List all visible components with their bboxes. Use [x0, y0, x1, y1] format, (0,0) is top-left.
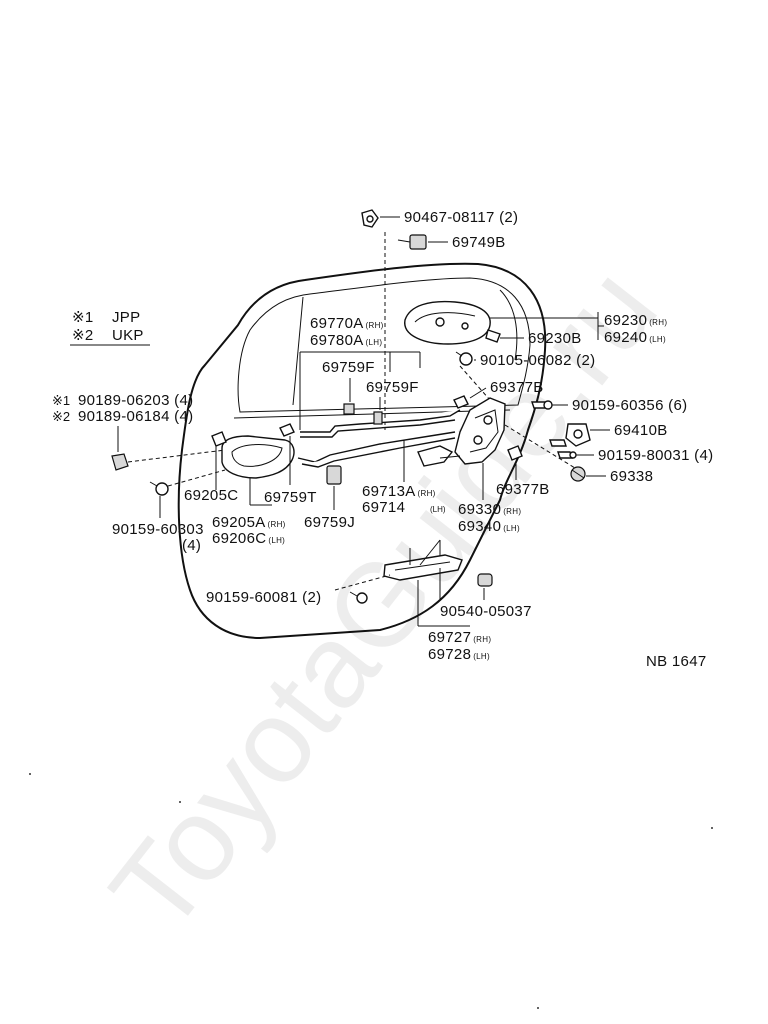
legend: ※1 JPP ※2 UKP: [70, 309, 150, 346]
label-90189-06203: 90189-06203 (4): [78, 392, 193, 409]
lower-link-rod: [297, 431, 456, 468]
part-69749B: [397, 234, 427, 250]
label-69410B: 69410B: [614, 422, 668, 439]
label-90467-08117: 90467-08117 (2): [404, 209, 518, 226]
label-90159-60303: 90159-60303: [112, 521, 204, 538]
legend-text-ukp: UKP: [112, 327, 144, 344]
label-69240: 69240(LH): [604, 329, 666, 346]
label-69759J: 69759J: [304, 514, 355, 531]
part-69377B-lower: [507, 445, 523, 461]
part-69338: [570, 466, 586, 482]
label-69230: 69230(RH): [604, 312, 667, 329]
label-69377B-a: 69377B: [490, 379, 544, 396]
label-69340: 69340(LH): [458, 518, 520, 535]
label-69714: 69714: [362, 499, 405, 516]
label-69338: 69338: [610, 468, 653, 485]
part-90540: [477, 573, 493, 587]
label-69230B: 69230B: [528, 330, 582, 347]
part-69377B-upper: [453, 395, 469, 409]
label-90540-05037: 90540-05037: [440, 603, 532, 620]
rod-clips-69759F: [343, 403, 383, 425]
label-69770A: 69770A(RH): [310, 315, 384, 332]
screw-90159-60303: [149, 481, 169, 496]
door-lock-assembly: [417, 397, 506, 467]
label-90159-60081: 90159-60081 (2): [206, 589, 321, 606]
label-69330: 69330(RH): [458, 501, 521, 518]
inside-handle-69205A: [211, 431, 295, 479]
label-69759F-a: 69759F: [322, 359, 375, 376]
clip-69759T: [279, 423, 295, 437]
label-69714-suffix: (LH): [430, 505, 446, 514]
label-69377B-b: 69377B: [496, 481, 550, 498]
screw-90159-80031: [557, 451, 577, 459]
label-69713A: 69713A(RH): [362, 483, 436, 500]
label-90159-80031: 90159-80031 (4): [598, 447, 713, 464]
label-90159-60356: 90159-60356 (6): [572, 397, 687, 414]
legend-mark-2: ※2: [72, 327, 94, 344]
legend-mark-1: ※1: [72, 309, 94, 326]
label-69727: 69727(RH): [428, 629, 491, 646]
label-69749B: 69749B: [452, 234, 506, 251]
part-69759J: [326, 465, 342, 485]
label-90189-06184-mark: ※2: [52, 409, 70, 424]
label-69728: 69728(LH): [428, 646, 490, 663]
striker-69410B: [549, 423, 591, 447]
screw-90159-60081: [349, 591, 368, 604]
part-69230B: [485, 329, 501, 343]
legend-text-jpp: JPP: [112, 309, 140, 326]
label-90159-60303-qty: (4): [182, 537, 201, 554]
screw-90159-60356: [531, 400, 553, 410]
bolt-90105: [455, 351, 473, 366]
clip-90189: [111, 453, 129, 471]
outside-handle: [404, 300, 491, 345]
scan-specks: [29, 773, 713, 1009]
door-outline: [177, 262, 547, 640]
label-69205C: 69205C: [184, 487, 238, 504]
label-69205A: 69205A(RH): [212, 514, 286, 531]
clip-90467: [361, 209, 379, 228]
label-90189-06184: 90189-06184 (4): [78, 408, 193, 425]
label-69759T: 69759T: [264, 489, 317, 506]
diagram-code: NB 1647: [646, 653, 706, 670]
label-69759F-b: 69759F: [366, 379, 419, 396]
label-90105-06082: 90105-06082 (2): [480, 352, 595, 369]
label-90189-06203-mark: ※1: [52, 393, 70, 408]
label-69780A: 69780A(LH): [310, 332, 382, 349]
remote-control-69727: [383, 539, 463, 581]
label-69206C: 69206C(LH): [212, 530, 285, 547]
